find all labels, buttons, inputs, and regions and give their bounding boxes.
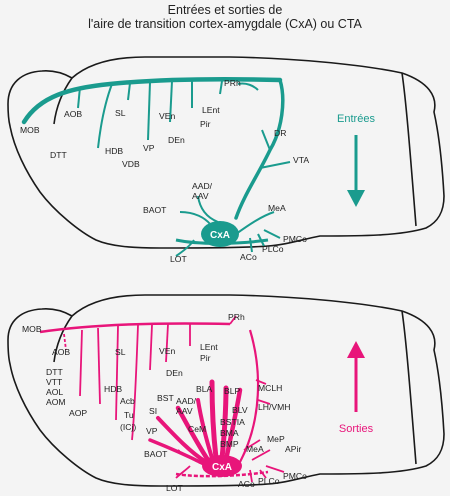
- label-plco: PLCo: [258, 476, 280, 486]
- label-vta: VTA: [293, 155, 309, 165]
- label-aop: AOP: [69, 408, 87, 418]
- label-dtt: DTT: [50, 150, 67, 160]
- label-blp: BLP: [224, 386, 241, 396]
- label-pir: Pir: [200, 353, 211, 363]
- title-line-2: l'aire de transition cortex-amygdale (Cx…: [88, 17, 362, 31]
- cxa-label-bottom: CxA: [212, 462, 232, 473]
- label-lent: LEnt: [202, 105, 220, 115]
- label-aom: AOM: [46, 397, 66, 407]
- label-lent: LEnt: [200, 342, 218, 352]
- cxa-node-bottom: [202, 455, 242, 477]
- label-mea: MeA: [246, 444, 264, 454]
- label-baot: BAOT: [144, 449, 168, 459]
- label-mob: MOB: [20, 125, 40, 135]
- output-pathways: [39, 315, 285, 483]
- label-plco: PLCo: [262, 244, 284, 254]
- label-cem: CeM: [188, 424, 206, 434]
- label-aad: AAD/: [176, 396, 197, 406]
- label-dtt: DTT: [46, 367, 63, 377]
- input-pathways: [21, 76, 291, 257]
- olfactory-bulb-divider-bottom: [53, 315, 73, 363]
- label-aob: AOB: [64, 109, 82, 119]
- label-prh: PRh: [228, 312, 245, 322]
- label-pmco: PMCo: [283, 471, 307, 481]
- cxa-label-top: CxA: [210, 230, 230, 241]
- label-si: SI: [149, 406, 157, 416]
- diagram-title: Entrées et sorties de l'aire de transiti…: [0, 3, 450, 31]
- label-den: DEn: [168, 135, 185, 145]
- label-aav: AAV: [192, 191, 209, 201]
- legend-outputs: Sorties: [339, 423, 374, 435]
- label-prh: PRh: [224, 78, 241, 88]
- label-blv: BLV: [232, 405, 248, 415]
- label-aco: ACo: [240, 252, 257, 262]
- label-mea: MeA: [268, 203, 286, 213]
- label-bmp: BMP: [220, 439, 239, 449]
- cerebellum-divider-bottom: [401, 310, 417, 465]
- label-vtt: VTT: [46, 377, 63, 387]
- label-bma: BMA: [220, 428, 239, 438]
- inputs-panel: CxA MOB AOB DTT HDB VDB SL VP VEn DEn LE…: [7, 56, 445, 264]
- olfactory-bulb-divider-top: [53, 77, 73, 125]
- label-ven: VEn: [159, 111, 175, 121]
- input-labels: MOB AOB DTT HDB VDB SL VP VEn DEn LEnt P…: [20, 78, 309, 264]
- label-mep: MeP: [267, 434, 285, 444]
- label-baot: BAOT: [143, 205, 167, 215]
- label-dr: DR: [274, 128, 286, 138]
- cxa-node-top: [201, 221, 239, 247]
- label-bla: BLA: [196, 384, 213, 394]
- label-den: DEn: [166, 368, 183, 378]
- label-mob: MOB: [22, 324, 42, 334]
- label-mclh: MCLH: [258, 383, 282, 393]
- label-hdb: HDB: [105, 146, 123, 156]
- label-pir: Pir: [200, 119, 211, 129]
- label-aad: AAD/: [192, 181, 213, 191]
- label-lot: LOT: [166, 483, 183, 493]
- output-labels: MOB AOB DTT VTT AOL AOM AOP HDB SL Acb T…: [22, 312, 307, 493]
- label-aco: ACo: [238, 479, 255, 489]
- label-vp: VP: [146, 426, 158, 436]
- label-apir: APir: [285, 444, 301, 454]
- label-lhvmh: LH/VMH: [258, 402, 290, 412]
- label-aob: AOB: [52, 347, 70, 357]
- label-tu: Tu: [124, 410, 134, 420]
- label-icj: (ICj): [120, 422, 136, 432]
- title-line-1: Entrées et sorties de: [167, 3, 283, 17]
- label-bstia: BSTIA: [220, 417, 245, 427]
- label-ven: VEn: [159, 346, 175, 356]
- cerebellum-divider-top: [401, 72, 417, 227]
- brain-outline-bottom: [7, 294, 445, 487]
- label-aav: AAV: [176, 406, 193, 416]
- label-bst: BST: [157, 393, 174, 403]
- brain-outline-top: [7, 56, 445, 249]
- label-hdb: HDB: [104, 384, 122, 394]
- arrow-up-icon: [347, 341, 365, 412]
- legend-inputs: Entrées: [337, 113, 375, 125]
- label-sl: SL: [115, 347, 126, 357]
- label-lot: LOT: [170, 254, 187, 264]
- label-vdb: VDB: [122, 159, 140, 169]
- label-sl: SL: [115, 108, 126, 118]
- label-pmco: PMCo: [283, 234, 307, 244]
- outputs-panel: CxA MOB AOB DTT VTT AOL AOM AOP HDB SL A…: [7, 294, 445, 493]
- arrow-down-icon: [347, 135, 365, 207]
- label-vp: VP: [143, 143, 155, 153]
- label-acb: Acb: [120, 396, 135, 406]
- label-aol: AOL: [46, 387, 63, 397]
